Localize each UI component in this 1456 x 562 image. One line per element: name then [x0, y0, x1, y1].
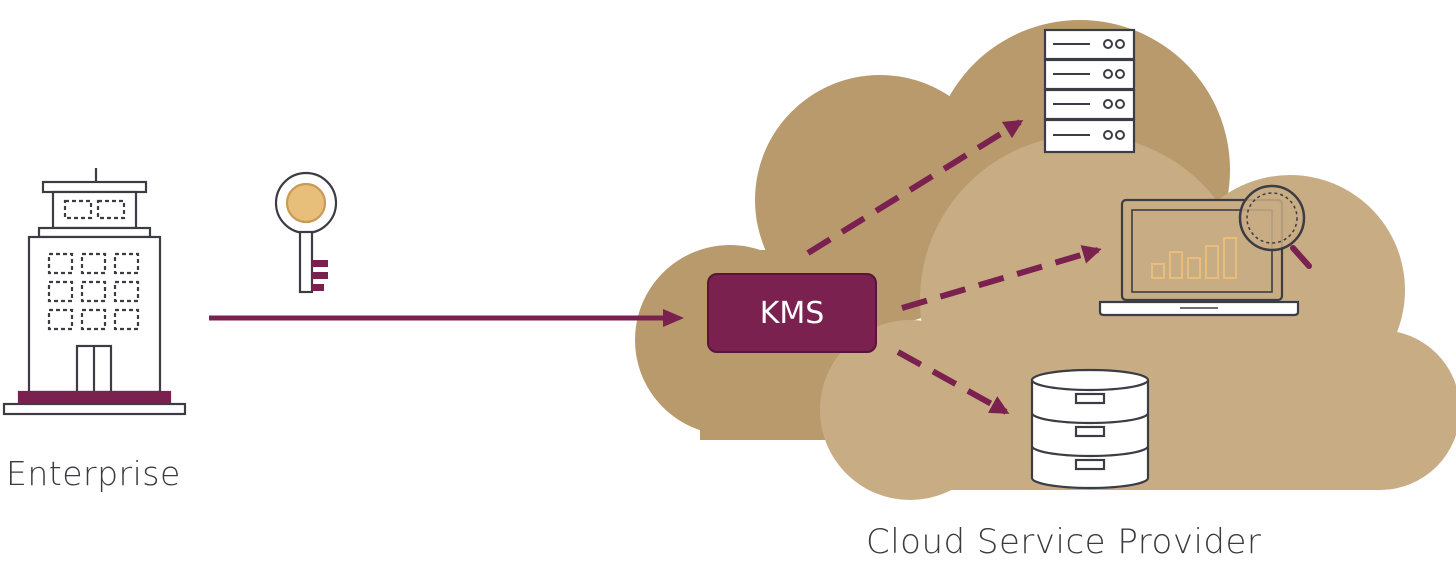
key-icon — [274, 171, 338, 294]
enterprise-label: Enterprise — [6, 454, 181, 493]
cloud-service-provider-label: Cloud Service Provider — [866, 522, 1262, 562]
server-rack-icon — [1043, 28, 1136, 154]
kms-distribution-arrows — [806, 119, 1102, 415]
kms-label: KMS — [759, 295, 825, 331]
magnifier-icon — [1238, 184, 1312, 269]
building-icon — [2, 168, 187, 416]
kms-to-laptop-arrow — [901, 245, 1102, 311]
database-icon — [1030, 368, 1150, 490]
enterprise-to-kms-arrow — [209, 309, 684, 327]
kms-box: KMS — [707, 273, 877, 353]
laptop-analytics-icon — [1098, 184, 1312, 317]
kms-to-server-arrow — [806, 119, 1024, 256]
kms-to-database-arrow — [896, 349, 1010, 415]
